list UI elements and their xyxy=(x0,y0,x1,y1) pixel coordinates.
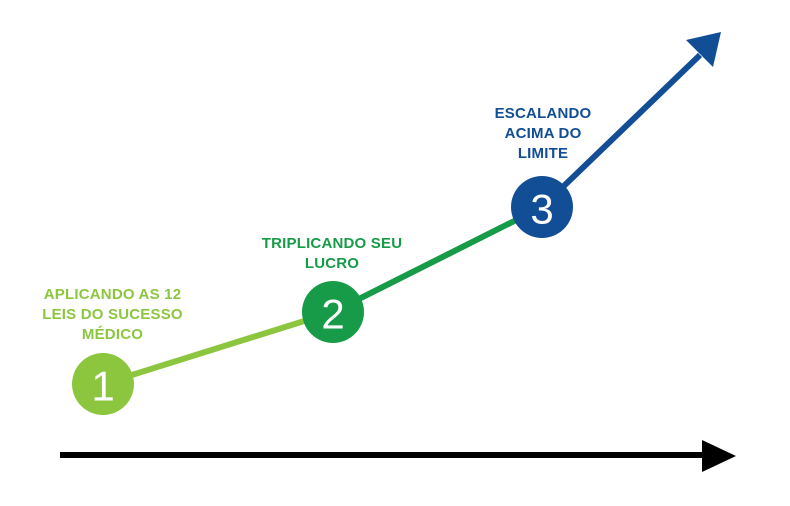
step-3-number: 3 xyxy=(530,186,553,233)
step-1-label-line: MÉDICO xyxy=(81,326,144,343)
step-3-label: ESCALANDO ACIMA DO LIMITE xyxy=(478,104,608,164)
step-3-label-line: LIMITE xyxy=(517,145,569,162)
step-2-label-line: TRIPLICANDO SEU xyxy=(261,235,403,252)
step-3-label-line: ESCALANDO xyxy=(494,105,592,122)
axis-arrowhead xyxy=(702,440,736,472)
step-2-number: 2 xyxy=(321,291,344,338)
segment-2-to-3 xyxy=(331,204,544,315)
step-1-marker: 1 xyxy=(72,353,134,415)
segment-3-to-arrow xyxy=(539,52,703,210)
step-1-label-line: LEIS DO SUCESSO xyxy=(42,306,183,323)
step-1-circle xyxy=(72,353,134,415)
step-1-label: APLICANDO AS 12 LEIS DO SUCESSO MÉDICO xyxy=(30,285,195,345)
growth-arrowhead xyxy=(686,32,721,67)
axis-arrow xyxy=(60,440,736,472)
segment-1-to-2 xyxy=(102,309,334,387)
step-2-label: TRIPLICANDO SEU LUCRO xyxy=(252,234,412,274)
step-3-circle xyxy=(511,176,573,238)
step-1-label-line: APLICANDO AS 12 xyxy=(43,286,182,303)
step-2-marker: 2 xyxy=(302,281,364,343)
step-2-label-line: LUCRO xyxy=(304,255,360,272)
step-3-label-line: ACIMA DO xyxy=(504,125,582,142)
step-1-number: 1 xyxy=(91,363,114,410)
step-3-marker: 3 xyxy=(511,176,573,238)
step-2-circle xyxy=(302,281,364,343)
